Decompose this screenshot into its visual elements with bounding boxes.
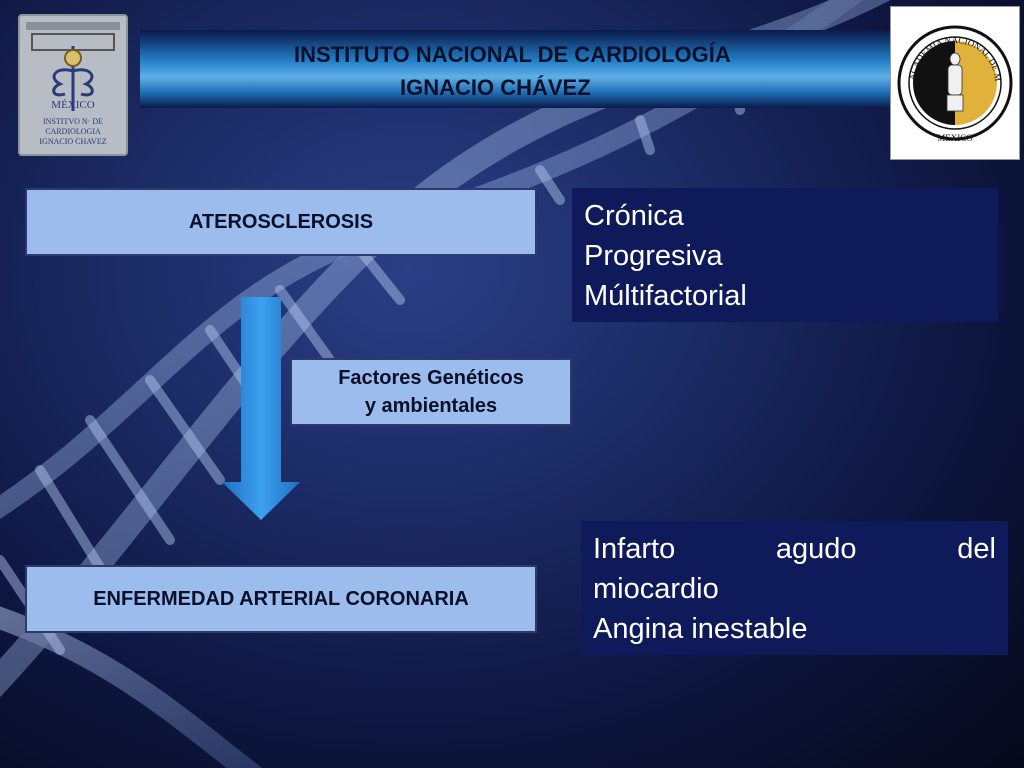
outcome-line: miocardio — [593, 573, 719, 605]
institute-emblem-icon: MÉXICO INSTITVO N· DE CARDIOLOGIA IGNACI… — [26, 22, 120, 146]
disease-box: ENFERMEDAD ARTERIAL CORONARIA — [25, 565, 537, 633]
traits-box: Crónica Progresiva Múltifactorial — [572, 188, 998, 322]
factors-line: y ambientales — [364, 395, 498, 417]
svg-text:INSTITVO N· DE: INSTITVO N· DE — [43, 117, 103, 126]
svg-text:IGNACIO CHAVEZ: IGNACIO CHAVEZ — [39, 137, 106, 146]
outcome-word: agudo — [775, 533, 857, 565]
outcomes-box: Infarto agudo del miocardio Angina inest… — [581, 521, 1008, 655]
factors-line: Factores Genéticos — [338, 367, 524, 389]
outcome-line-justified: Infarto agudo del — [593, 529, 996, 569]
svg-text:MÉXICO: MÉXICO — [51, 99, 94, 111]
disease-label: ENFERMEDAD ARTERIAL CORONARIA — [93, 587, 469, 610]
trait-item: Múltifactorial — [584, 280, 747, 312]
svg-text:CARDIOLOGIA: CARDIOLOGIA — [45, 127, 101, 136]
header-title-line2: IGNACIO CHÁVEZ — [400, 75, 591, 100]
header-bar — [140, 30, 890, 108]
factors-box: Factores Genéticos y ambientales — [290, 358, 572, 426]
atherosclerosis-box: ATEROSCLEROSIS — [25, 188, 537, 256]
outcome-line: Angina inestable — [593, 613, 808, 645]
trait-item: Progresiva — [584, 240, 723, 272]
institute-logo: MÉXICO INSTITVO N· DE CARDIOLOGIA IGNACI… — [18, 14, 128, 156]
outcome-word: Infarto — [593, 533, 676, 565]
academy-seal-icon: ACADEMIA NACIONAL DE MEDICINA MEXICO — [888, 0, 1013, 143]
atherosclerosis-label: ATEROSCLEROSIS — [188, 210, 374, 233]
trait-item: Crónica — [584, 200, 684, 232]
outcome-word: del — [957, 533, 996, 565]
svg-text:MEXICO: MEXICO — [937, 133, 973, 143]
academy-logo: ACADEMIA NACIONAL DE MEDICINA MEXICO — [888, 0, 1020, 160]
dna-strand-lower — [0, 606, 263, 768]
header-title-line1: INSTITUTO NACIONAL DE CARDIOLOGÍA — [294, 42, 731, 67]
down-arrow-icon — [222, 297, 300, 520]
